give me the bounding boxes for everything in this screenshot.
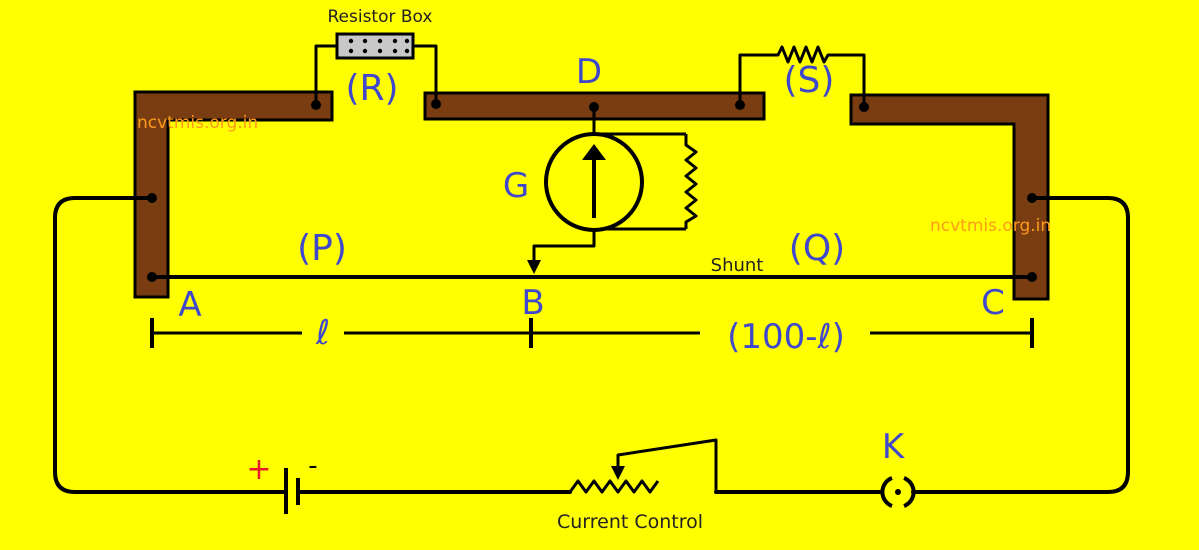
jockey-arrow-head [527,260,541,274]
rheostat [568,438,718,494]
label-q: (Q) [789,228,845,269]
watermark-left: ncvtmis.org.in [137,113,258,133]
terminal-dot [311,100,321,110]
resistance-s-wire [738,45,866,107]
right-l-strip [849,93,1050,301]
watermark-right: ncvtmis.org.in [930,216,1051,236]
resistor-box-plugs [348,38,410,54]
battery-circuit [53,196,1130,494]
label-k: K [882,427,906,467]
terminal-dot [1027,193,1037,203]
jockey-wire [532,230,596,263]
label-length-100-l: (100-ℓ) [727,317,845,357]
resistor-box-body [335,32,415,60]
galvanometer [527,107,698,274]
plug-key-pin [895,489,901,495]
label-length-l: ℓ [315,313,330,353]
label-p: (P) [297,228,347,269]
label-g: G [503,166,529,206]
terminal-dot [859,102,869,112]
label-r: (R) [345,68,398,109]
terminals [147,99,1037,282]
label-s: (S) [784,60,835,101]
label-c: C [981,283,1005,323]
galvanometer-needle-arrow [582,144,606,160]
rheostat-slider-wire [616,438,718,492]
circuit-wire-left [53,196,287,494]
resistor-box-lead-right [412,44,438,104]
resistor-box [314,32,438,105]
terminal-dot [147,193,157,203]
plug-key-left-arc [880,476,893,508]
terminal-dot [147,272,157,282]
rheostat-arrow-head [611,466,625,480]
galvanometer-shunt-coil [684,134,698,229]
label-b: B [521,283,544,323]
battery-cell [284,468,300,514]
resistor-box-label: Resistor Box [327,7,432,27]
terminal-dot [1027,272,1037,282]
label-a: A [178,285,201,325]
battery-plus-label: + [246,452,271,487]
watermarks: ncvtmis.org.in ncvtmis.org.in [137,113,1051,236]
shunt-label: Shunt [711,255,764,276]
terminal-dot [431,99,441,109]
resistance-s [738,45,866,107]
labels: Resistor Box (R) D (S) G (P) (Q) Shunt A… [178,7,1005,533]
terminal-dot [589,102,599,112]
plug-key-right-arc [903,476,916,508]
battery-minus-label: - [308,451,317,481]
label-d: D [576,52,602,92]
plug-key [880,476,916,508]
rheostat-zigzag [568,479,660,494]
current-control-label: Current Control [557,511,703,533]
length-scale [150,318,1034,348]
terminal-dot [735,100,745,110]
circuit-wire-right [911,196,1130,494]
resistor-box-lead-left [314,44,338,105]
